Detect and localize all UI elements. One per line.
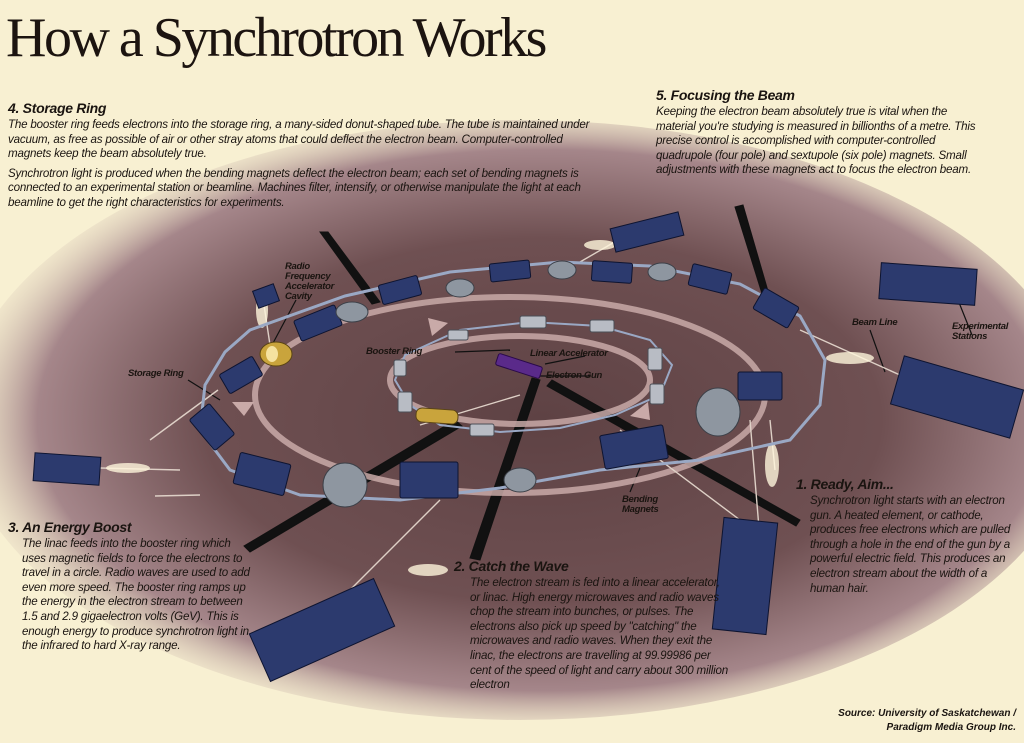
station-block (889, 355, 1024, 439)
storage-ring-text-2: Synchrotron light is produced when the b… (8, 166, 581, 209)
magnet-block (752, 287, 800, 329)
magnet-block (232, 452, 292, 496)
quadrupole-magnet (503, 467, 537, 493)
magnet-block (590, 260, 634, 284)
station-block (878, 262, 978, 306)
label-bending-magnets: Bending Magnets (622, 494, 659, 515)
booster-ring-magnets (393, 315, 665, 437)
ready-aim-text: Synchrotron light starts with an electro… (810, 494, 1011, 595)
catch-wave-heading: 2. Catch the Wave (454, 558, 569, 574)
storage-ring-text-1: The booster ring feeds electrons into th… (8, 118, 590, 161)
station-block (32, 452, 102, 486)
section-focusing: 5. Focusing the Beam Keeping the electro… (656, 87, 986, 183)
quadrupole-magnet (335, 301, 369, 323)
label-rf-line2: Frequency (285, 271, 331, 282)
quadrupole-magnet (322, 462, 368, 508)
label-rf-line3: Accelerator (285, 281, 334, 292)
station-block (711, 516, 779, 636)
label-linear-accelerator: Linear Accelerator (530, 348, 608, 359)
focusing-text: Keeping the electron beam absolutely tru… (656, 105, 976, 177)
storage-ring-heading: 4. Storage Ring (8, 100, 107, 116)
label-experimental-stations: Experimental Stations (952, 322, 1008, 342)
magnet-block (488, 259, 532, 283)
magnet-block (399, 461, 459, 499)
station-block (251, 283, 281, 309)
station-block (609, 211, 685, 253)
label-rf-cavity: Radio Frequency Accelerator Cavity (285, 262, 334, 302)
source-line2: Paradigm Media Group Inc. (886, 722, 1016, 733)
magnet-block (219, 356, 263, 394)
label-booster-ring: Booster Ring (366, 346, 423, 357)
source-credit: Source: University of Saskatchewan / Par… (838, 707, 1016, 735)
label-electron-gun: Electron Gun (546, 370, 603, 381)
catch-wave-text: The electron stream is fed into a linear… (470, 576, 728, 692)
rf-cavity (259, 341, 293, 367)
ready-aim-heading: 1. Ready, Aim... (796, 476, 894, 492)
energy-boost-heading: 3. An Energy Boost (8, 519, 132, 535)
experimental-stations (32, 211, 1024, 683)
page-title: How a Synchrotron Works (6, 7, 547, 69)
quadrupole-magnet (647, 262, 677, 282)
magnet-block (599, 424, 669, 470)
label-storage-ring: Storage Ring (128, 368, 184, 379)
label-rf-line1: Radio (285, 261, 310, 272)
electron-gun (495, 353, 543, 379)
label-bending-line2: Magnets (622, 504, 659, 515)
label-rf-line4: Cavity (285, 291, 312, 302)
bending-magnets (189, 259, 800, 499)
arrow-heads (232, 318, 650, 420)
label-exp-line2: Stations (952, 331, 988, 342)
magnet-block (378, 275, 422, 305)
section-catch-wave: 2. Catch the Wave The electron stream is… (454, 558, 732, 698)
magnet-block (687, 263, 733, 295)
section-energy-boost: 3. An Energy Boost The linac feeds into … (8, 519, 254, 659)
section-storage-ring: 4. Storage Ring The booster ring feeds e… (8, 100, 594, 216)
quadrupole-magnets (322, 260, 741, 508)
quadrupole-magnet (695, 387, 741, 437)
light-glows (106, 240, 874, 576)
energy-boost-text: The linac feeds into the booster ring wh… (22, 537, 250, 653)
station-block (248, 577, 396, 683)
quadrupole-magnet (547, 260, 577, 280)
magnet-block (189, 403, 235, 451)
focusing-heading: 5. Focusing the Beam (656, 87, 795, 103)
source-line1: Source: University of Saskatchewan / (838, 708, 1016, 719)
section-ready-aim: 1. Ready, Aim... Synchrotron light start… (796, 476, 1022, 601)
magnet-block (737, 371, 783, 401)
label-bending-line1: Bending (622, 494, 658, 505)
linear-accelerator (415, 407, 459, 425)
label-exp-line1: Experimental (952, 321, 1009, 332)
label-beam-line: Beam Line (852, 317, 898, 328)
quadrupole-magnet (445, 278, 475, 298)
